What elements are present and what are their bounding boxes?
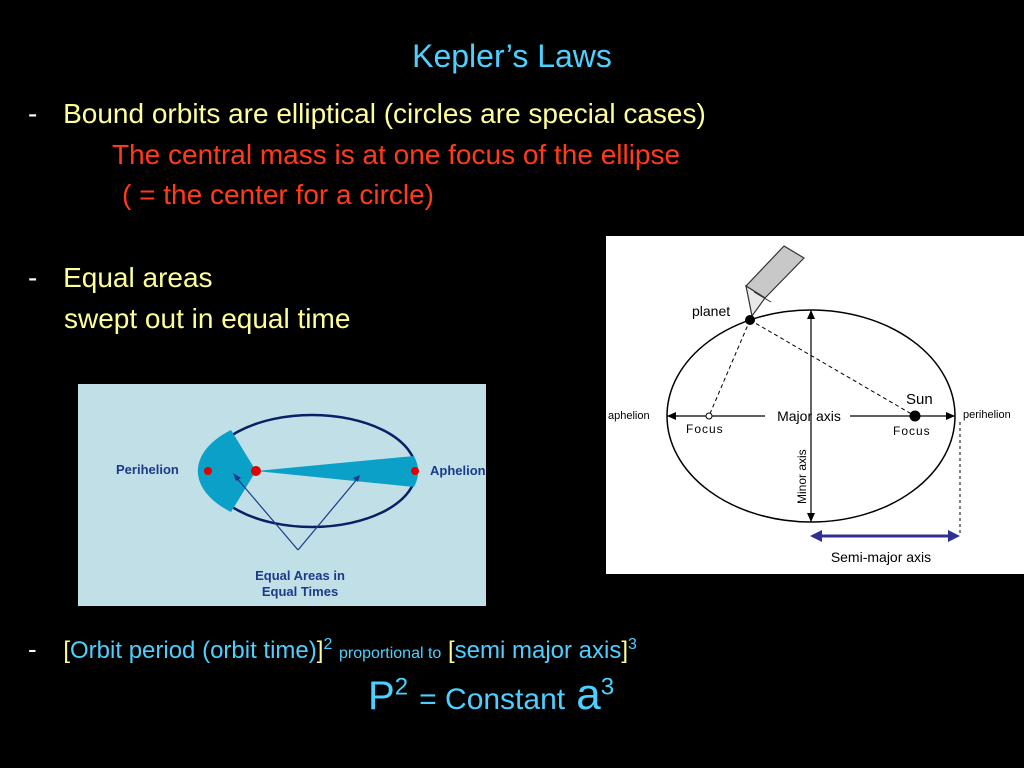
planet-focus-line-left [708,319,751,417]
aphelion-label: Aphelion [430,463,486,478]
law3-close2: ] [621,637,629,664]
law3-bullet: - [Orbit period (orbit time)]2 proportio… [28,634,637,665]
formula-p-exp: 2 [394,673,409,701]
law3-open1: [ [63,637,71,664]
major-axis-label: Major axis [777,408,841,424]
aphelion-point [411,467,419,475]
law1-text: Bound orbits are elliptical (circles are… [63,98,706,129]
semi-major-axis-arrowhead-left [810,530,822,542]
sun-label: Sun [906,391,933,408]
law1-line2: The central mass is at one focus of the … [112,139,681,170]
sun-marker-icon [251,466,261,476]
law3-text1: Orbit period (orbit time) [70,637,317,664]
minor-axis-arrowhead-top [807,310,815,319]
law3-dash: - [28,634,37,664]
formula-a: a [576,670,601,719]
law3-text2: semi major axis [454,637,622,664]
caption-line2: Equal Times [262,584,338,599]
equal-areas-diagram: Perihelion Aphelion Equal Areas in Equal… [78,384,486,606]
caption-pointer-left [234,475,299,551]
perihelion-sector [197,430,256,512]
aphelion-sector [256,456,419,487]
major-axis-arrowhead-left [667,412,676,420]
caption-line1: Equal Areas in [255,568,345,583]
law3-close1: ] [316,637,324,664]
caption-arrowhead-right [353,475,360,482]
ellipse-diagram: planet Sun aphelion perihelion Focus Foc… [606,236,1024,574]
pencil-icon [745,245,805,318]
planet-marker-icon [745,315,755,325]
caption-pointer-right [297,477,359,551]
semi-major-axis-arrowhead-right [948,530,960,542]
law3-open2: [ [447,637,455,664]
focus-right-label: Focus [893,424,931,438]
law2-text: Equal areas [63,262,213,293]
equal-areas-background [78,384,486,606]
law1-dash: - [28,98,38,129]
minor-axis-arrowhead-bottom [807,513,815,522]
law1-bullet: - Bound orbits are elliptical (circles a… [28,98,706,130]
focus-left-label: Focus [686,422,724,436]
formula-p: P [368,674,395,718]
law2-dash: - [28,262,38,293]
major-axis-arrowhead-right [946,412,955,420]
formula: P2 = Constant a3 [368,670,614,720]
perihelion-label: Perihelion [116,462,179,477]
empty-focus-marker [705,412,713,420]
perihelion-point [204,467,212,475]
planet-focus-line-right [749,319,916,417]
law3-exp1: 2 [323,636,333,653]
law2-line2: swept out in equal time [64,303,351,334]
formula-a-exp: 3 [600,673,615,701]
perihelion-label-right: perihelion [963,409,1011,421]
law2-bullet: - Equal areas [28,262,213,294]
law3-exp2: 3 [628,636,637,653]
caption-arrowhead-left [233,473,241,481]
minor-axis-label: Minor axis [795,449,809,504]
semi-major-axis-label: Semi-major axis [831,549,931,565]
sun-marker-icon-right [909,410,921,422]
planet-label: planet [692,303,730,319]
ellipse-diagram-background [606,236,1024,574]
aphelion-label-right: aphelion [608,410,650,422]
law1-line3: ( = the center for a circle) [122,179,435,210]
law3-mid: proportional to [339,645,442,662]
formula-constant: = Constant [419,683,566,716]
slide-title: Kepler’s Laws [412,38,612,74]
